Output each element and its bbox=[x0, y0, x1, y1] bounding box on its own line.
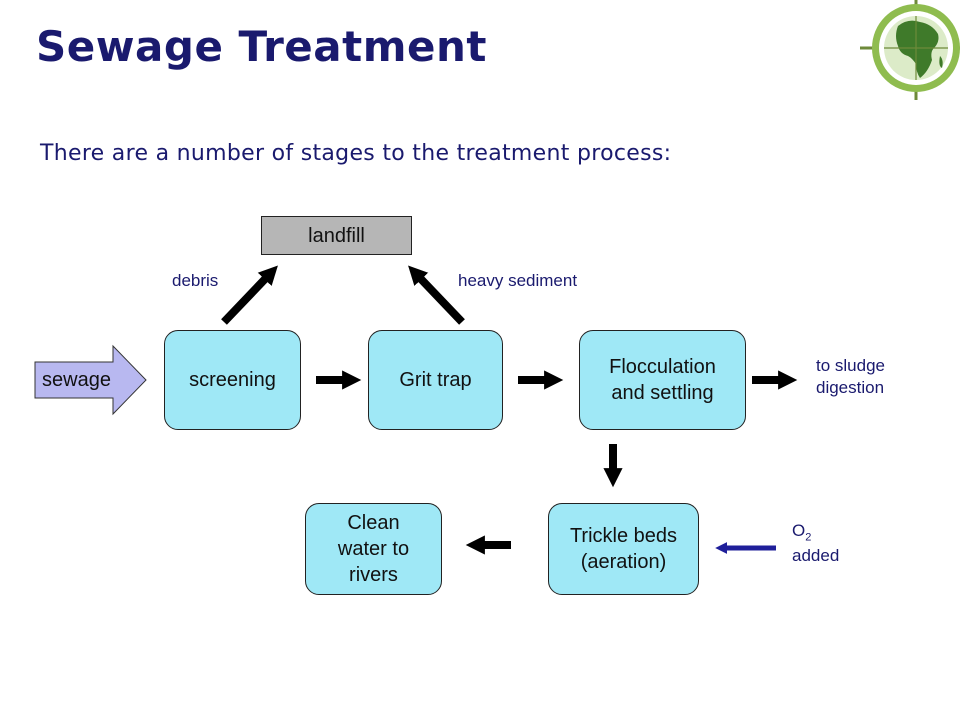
oxygen-formula: O bbox=[792, 521, 806, 540]
clean-water-box: Clean water to rivers bbox=[305, 503, 442, 595]
landfill-label: landfill bbox=[308, 224, 365, 247]
trickle-beds-box: Trickle beds (aeration) bbox=[548, 503, 699, 595]
page-subtitle: There are a number of stages to the trea… bbox=[40, 141, 672, 166]
landfill-box: landfill bbox=[261, 216, 412, 255]
sewage-label: sewage bbox=[42, 369, 111, 391]
grit-trap-box: Grit trap bbox=[368, 330, 503, 430]
oxygen-added-text: added bbox=[792, 545, 840, 565]
globe-crosshair-icon bbox=[860, 0, 960, 100]
flocculation-label: Flocculation and settling bbox=[609, 356, 716, 404]
sludge-line-1: to sludge bbox=[816, 356, 885, 375]
page-title: Sewage Treatment bbox=[36, 22, 487, 71]
debris-arrow bbox=[221, 265, 278, 325]
clean-water-label: Clean water to rivers bbox=[337, 512, 410, 586]
sludge-line-2: digestion bbox=[816, 378, 885, 398]
oxygen-added-label: O2 added bbox=[792, 520, 839, 567]
grit-trap-label: Grit trap bbox=[399, 369, 472, 391]
trickle-beds-label: Trickle beds (aeration) bbox=[569, 525, 678, 573]
sludge-digestion-label: to sludge digestion bbox=[816, 355, 885, 399]
screening-label: screening bbox=[189, 369, 276, 391]
sewage-input-arrow bbox=[34, 344, 147, 416]
oxygen-subscript: 2 bbox=[805, 531, 812, 544]
heavy-sediment-label: heavy sediment bbox=[458, 271, 578, 290]
flocculation-box: Flocculation and settling bbox=[579, 330, 746, 430]
debris-label: debris bbox=[172, 271, 219, 290]
screening-box: screening bbox=[164, 330, 301, 430]
heavy-sediment-arrow bbox=[408, 265, 465, 325]
